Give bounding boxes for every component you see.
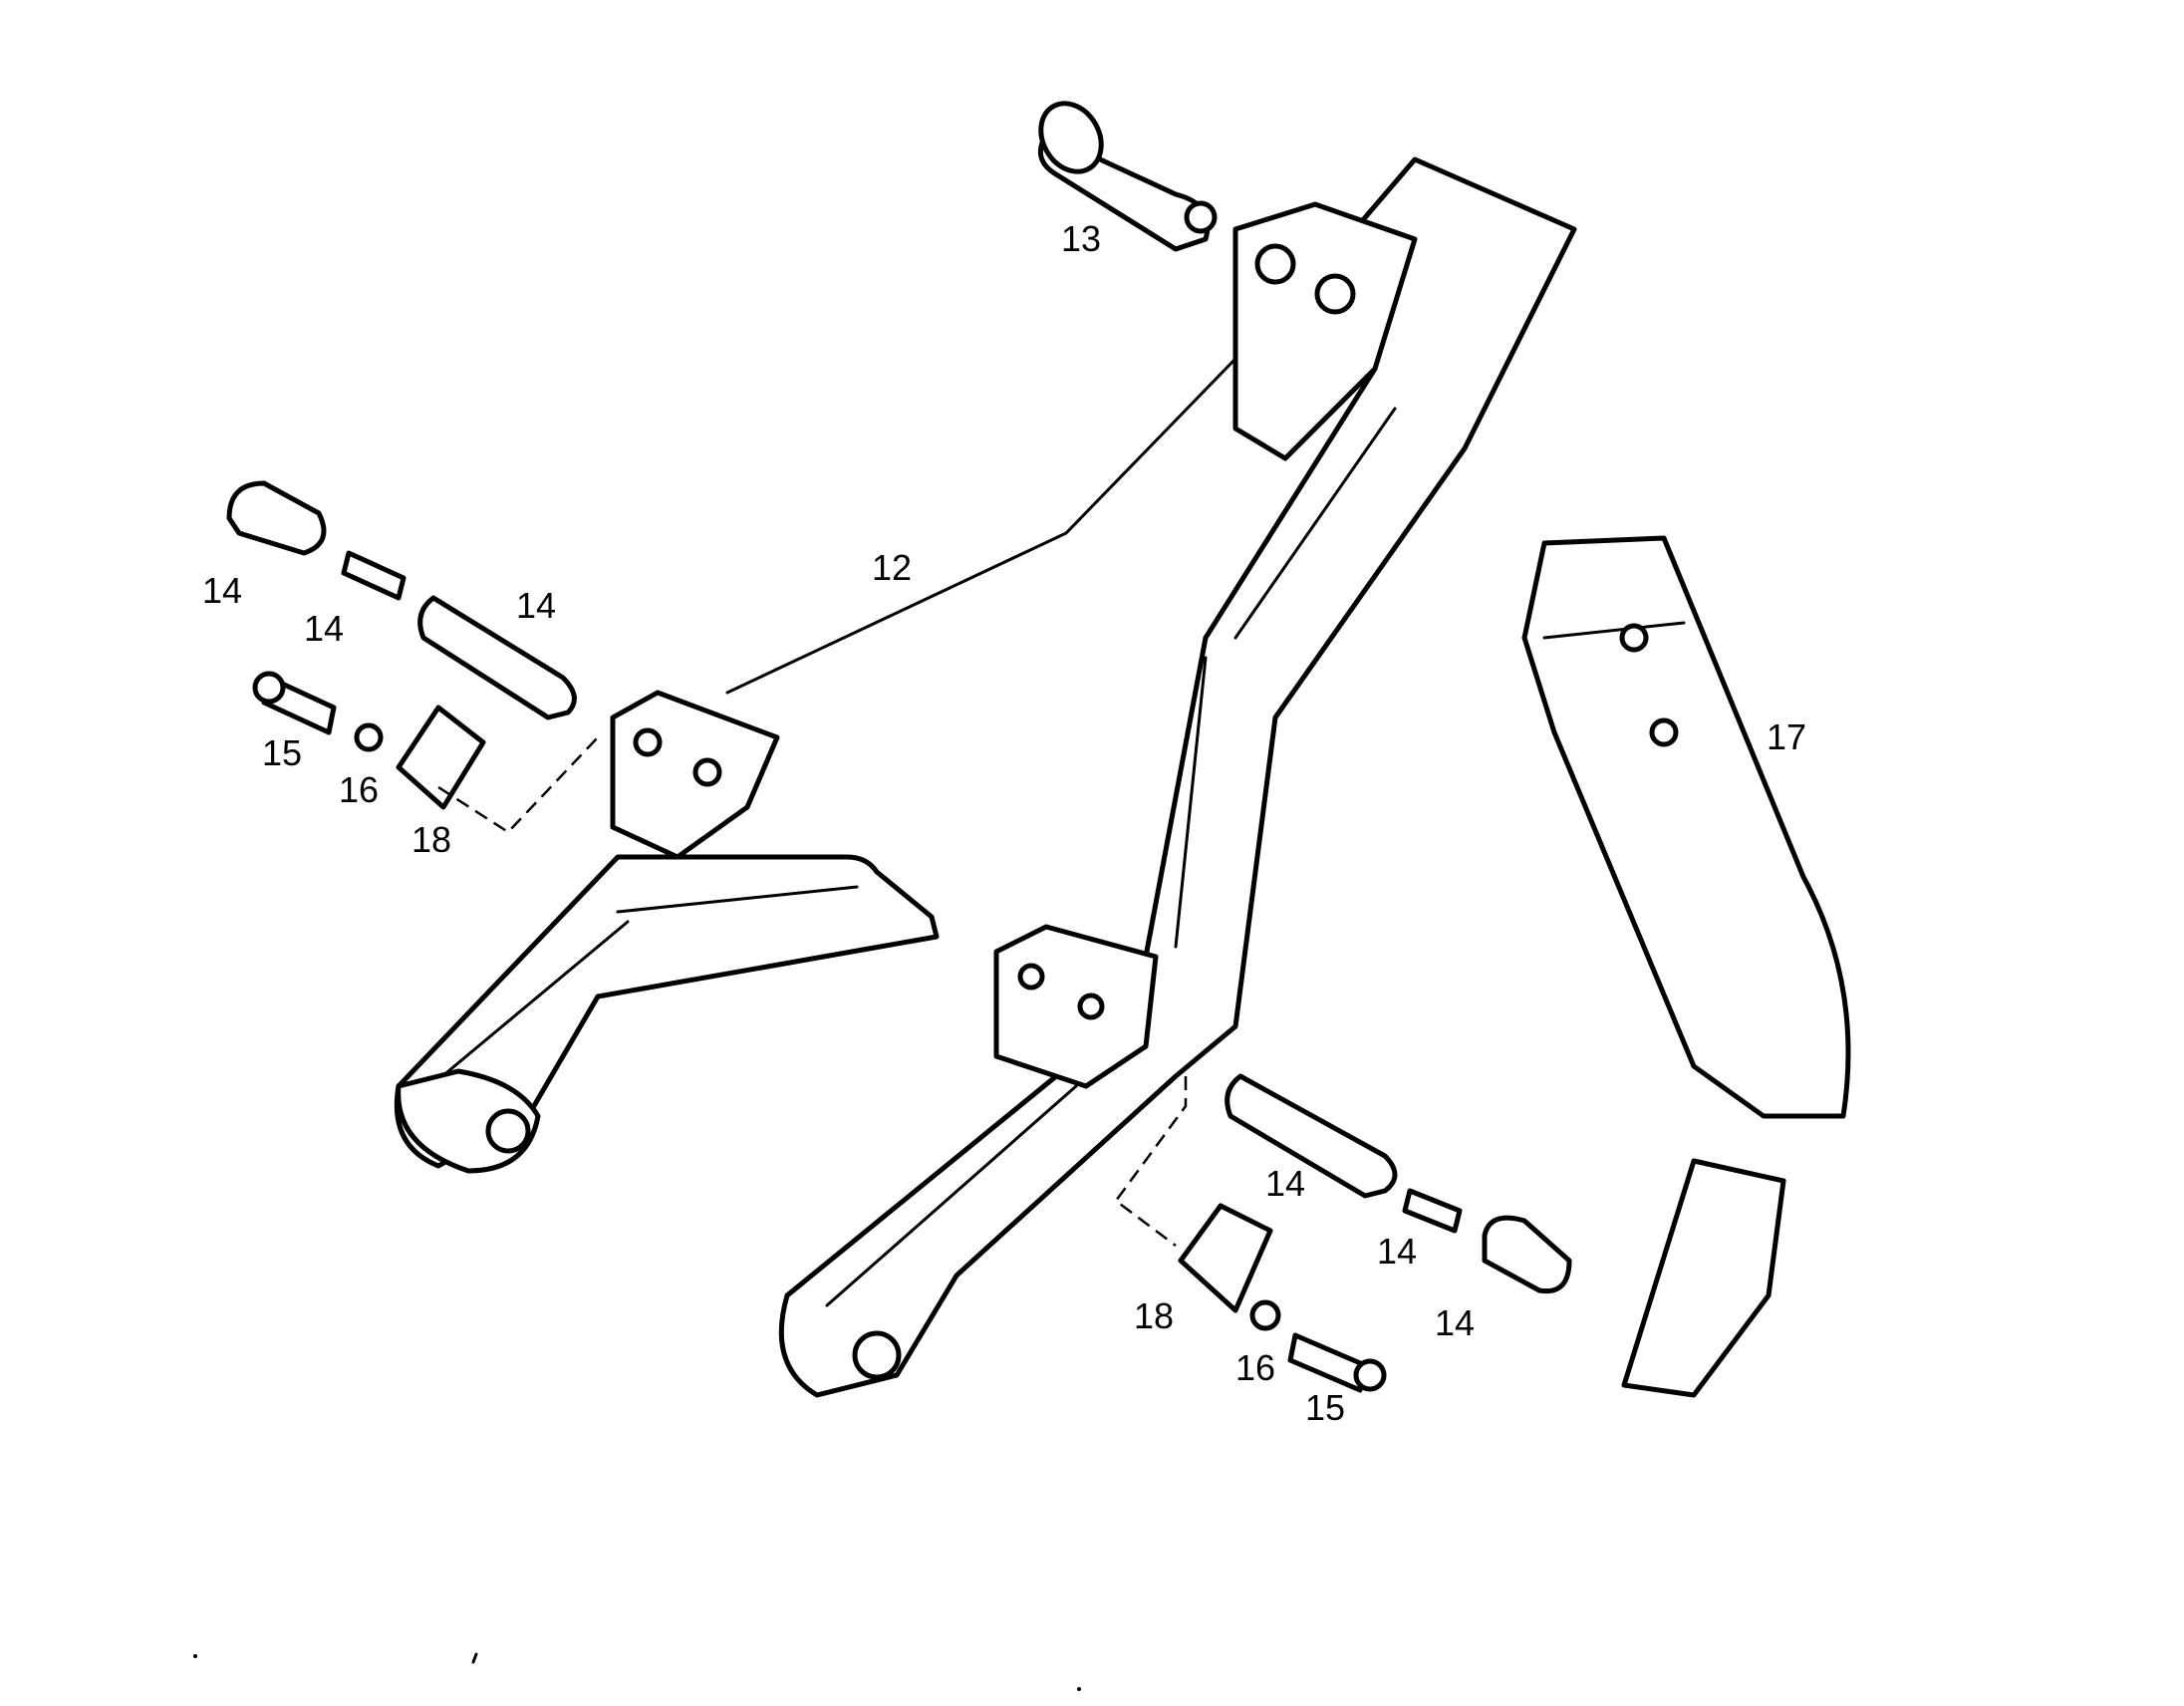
callout-16: 16	[339, 769, 379, 810]
callout-14: 14	[304, 608, 344, 649]
callout-18: 18	[411, 819, 451, 860]
callout-15: 15	[1305, 1387, 1345, 1428]
callout-14: 14	[202, 570, 242, 611]
left-clevis	[610, 690, 780, 860]
left-fasteners	[226, 480, 599, 834]
scan-specks	[193, 1652, 1081, 1691]
lock-plate-left	[396, 705, 486, 810]
pin-13	[1037, 101, 1218, 252]
pin-right	[1225, 1073, 1398, 1199]
callout-16: 16	[1235, 1347, 1275, 1388]
lower-clevis	[993, 924, 1159, 1089]
retainer-clip-right	[1482, 1215, 1572, 1294]
callout-14: 14	[1377, 1231, 1417, 1272]
upper-clevis	[1232, 201, 1418, 461]
right-fasteners	[1114, 1073, 1572, 1393]
callout-12: 12	[872, 547, 912, 588]
callout-labels: 13 12 14 14 14 15 16 18 17 14 14 14 18 1…	[202, 218, 1806, 1428]
bolt-right	[1287, 1332, 1368, 1393]
ripper-shank	[1521, 535, 1851, 1398]
grease-fitting-left	[341, 550, 407, 601]
grease-fitting-right	[1402, 1188, 1463, 1234]
callout-14: 14	[516, 585, 556, 626]
lock-plate-right	[1178, 1203, 1273, 1313]
ripper-tooth	[1621, 1158, 1786, 1398]
callout-17: 17	[1767, 716, 1806, 757]
callout-18: 18	[1134, 1295, 1174, 1336]
callout-13: 13	[1061, 218, 1101, 259]
callout-14: 14	[1265, 1163, 1305, 1204]
pin-left	[417, 595, 577, 720]
callout-14: 14	[1435, 1302, 1475, 1343]
retainer-clip-left	[226, 480, 327, 556]
main-frame	[394, 156, 1577, 1398]
callout-15: 15	[262, 732, 302, 773]
